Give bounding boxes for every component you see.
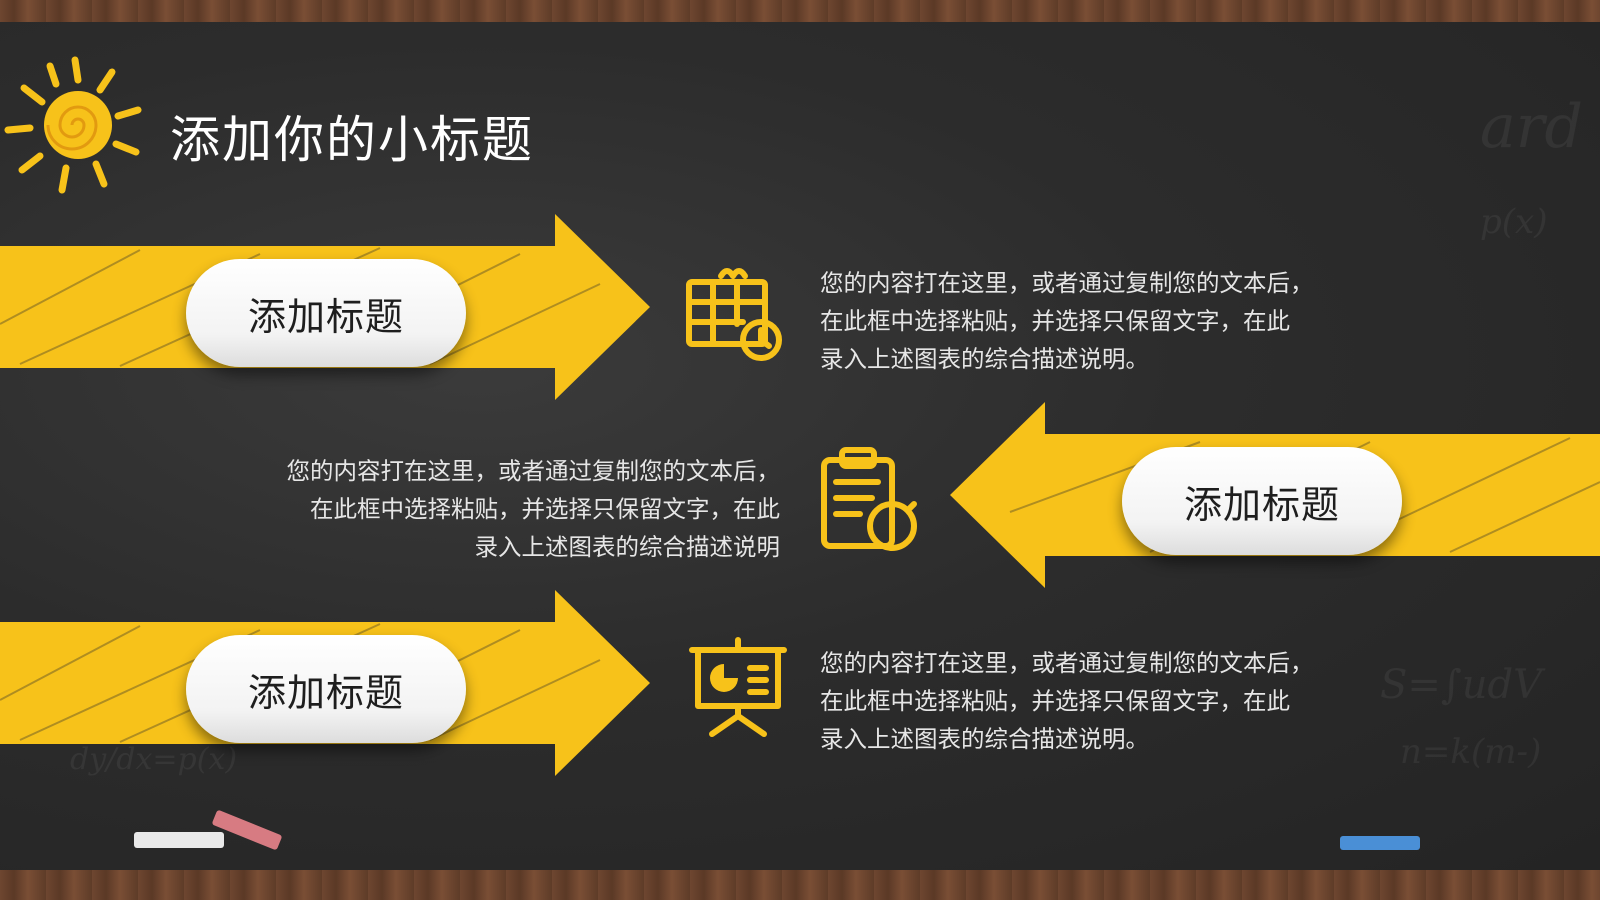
row-3-title-pill: 添加标题 bbox=[186, 635, 466, 743]
row-3-description: 您的内容打在这里，或者通过复制您的文本后， 在此框中选择粘贴，并选择只保留文字，… bbox=[820, 649, 1314, 753]
clipboard-stopwatch-icon bbox=[821, 447, 917, 551]
chalk-doodle: ard bbox=[1480, 92, 1583, 162]
chalk-doodle: p(x) bbox=[1480, 202, 1548, 242]
blue-chalk bbox=[1340, 836, 1420, 850]
calendar-clock-icon bbox=[686, 268, 782, 361]
row-1-title-pill: 添加标题 bbox=[186, 259, 466, 367]
page-title: 添加你的小标题 bbox=[170, 111, 534, 169]
sun-icon bbox=[4, 56, 142, 194]
presentation-board-icon bbox=[689, 637, 787, 737]
chalk-doodle: S=∫udV bbox=[1380, 662, 1543, 708]
row-1-description: 您的内容打在这里，或者通过复制您的文本后， 在此框中选择粘贴，并选择只保留文字，… bbox=[820, 269, 1314, 373]
row-2-title-pill: 添加标题 bbox=[1122, 447, 1402, 555]
chalk-doodle: dy/dx=p(x) bbox=[70, 742, 238, 777]
white-chalk bbox=[134, 832, 224, 848]
row-2-description: 您的内容打在这里，或者通过复制您的文本后， 在此框中选择粘贴，并选择只保留文字，… bbox=[286, 457, 781, 561]
chalkboard: ard p(x) S=∫udV n=k(m-) dy/dx=p(x) 添加你的小… bbox=[0, 22, 1600, 870]
chalk-doodle: n=k(m-) bbox=[1400, 732, 1542, 772]
